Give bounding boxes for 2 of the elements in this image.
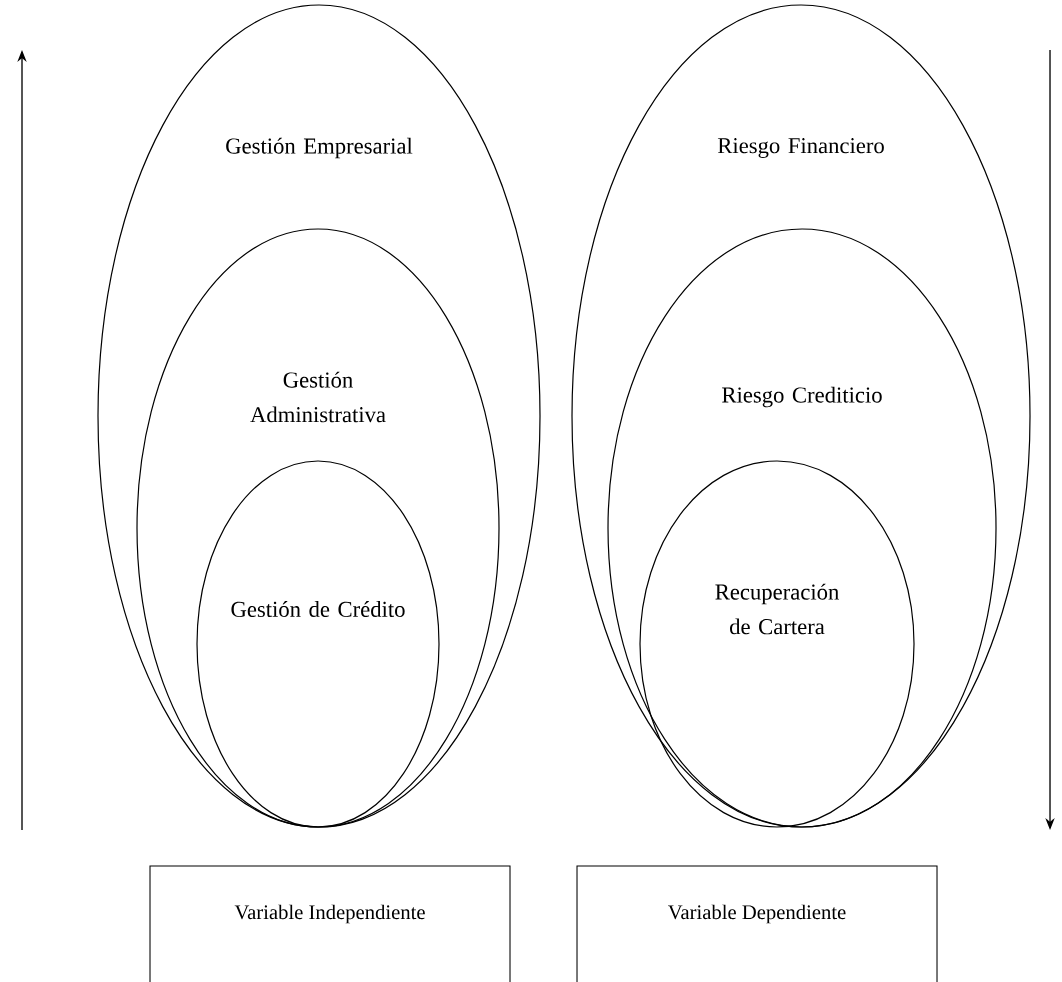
label-box: Variable Independiente [149,865,511,982]
label-box: Variable Dependiente [576,865,938,982]
